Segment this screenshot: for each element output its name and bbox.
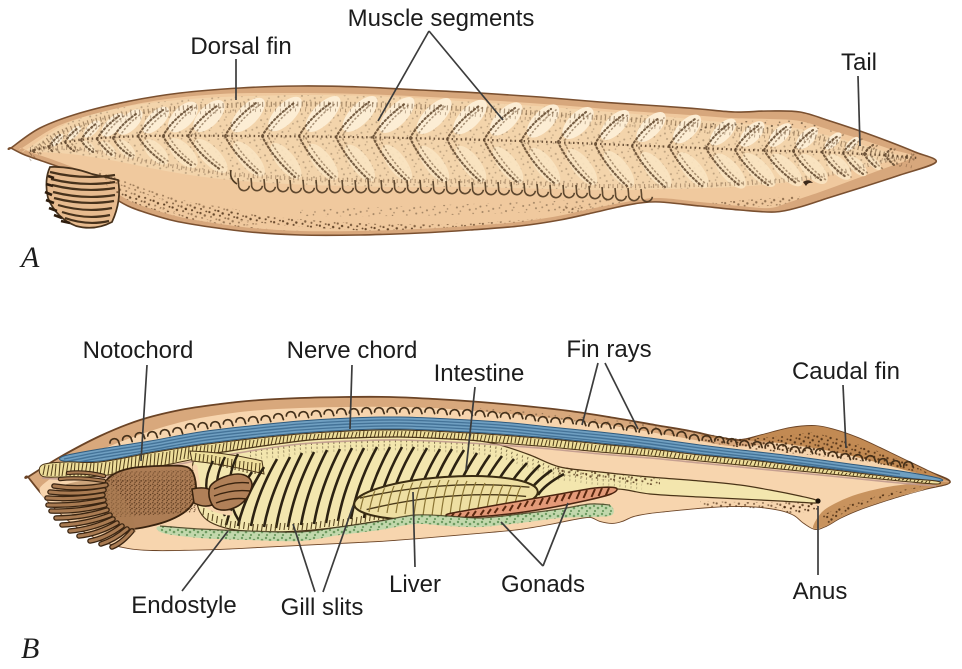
svg-text:Tail: Tail xyxy=(841,49,877,76)
svg-text:Intestine: Intestine xyxy=(434,360,525,387)
svg-text:Endostyle: Endostyle xyxy=(131,592,236,619)
svg-text:Gonads: Gonads xyxy=(501,571,585,598)
svg-text:Anus: Anus xyxy=(793,578,848,605)
svg-text:Muscle segments: Muscle segments xyxy=(348,5,535,32)
svg-text:Liver: Liver xyxy=(389,571,441,598)
svg-text:Fin rays: Fin rays xyxy=(566,336,651,363)
svg-text:Caudal fin: Caudal fin xyxy=(792,358,900,385)
svg-text:Notochord: Notochord xyxy=(83,337,194,364)
svg-text:Nerve chord: Nerve chord xyxy=(287,337,418,364)
svg-text:B: B xyxy=(21,632,39,665)
svg-text:Dorsal fin: Dorsal fin xyxy=(190,33,291,60)
svg-text:A: A xyxy=(19,241,40,274)
svg-text:Gill slits: Gill slits xyxy=(281,594,364,621)
